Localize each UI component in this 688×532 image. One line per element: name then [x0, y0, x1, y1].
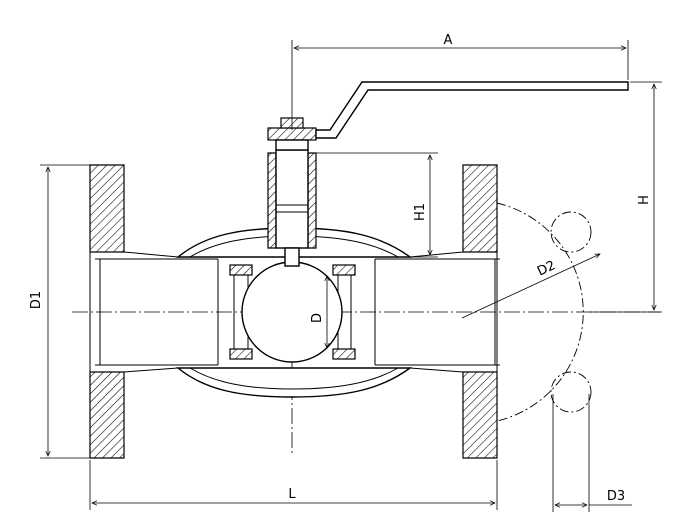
dimension-d2-label: D2	[535, 258, 558, 279]
right-flange	[409, 164, 498, 459]
dimension-d1: D1	[29, 164, 90, 459]
pipe-bore	[95, 258, 500, 366]
dimension-h: H	[590, 81, 662, 313]
dimension-d2: D2	[461, 254, 600, 319]
stem-housing	[267, 149, 317, 267]
dimension-d3: D3	[552, 394, 632, 512]
dimension-l: L	[89, 460, 498, 510]
dimension-h1: H1	[316, 152, 438, 258]
dimension-h-label: H	[637, 195, 652, 205]
dimension-l-label: L	[288, 487, 296, 502]
dimension-a: A	[291, 33, 629, 130]
dimension-d-label: D	[310, 313, 325, 323]
handle-swing-path	[496, 202, 592, 422]
handle-lever	[315, 81, 629, 139]
dimension-a-label: A	[444, 33, 453, 48]
dimension-h1-label: H1	[413, 203, 428, 221]
dimension-d: D	[310, 276, 327, 348]
dimension-d3-label: D3	[607, 489, 625, 504]
left-flange	[89, 164, 179, 459]
dimension-d1-label: D1	[29, 291, 44, 309]
